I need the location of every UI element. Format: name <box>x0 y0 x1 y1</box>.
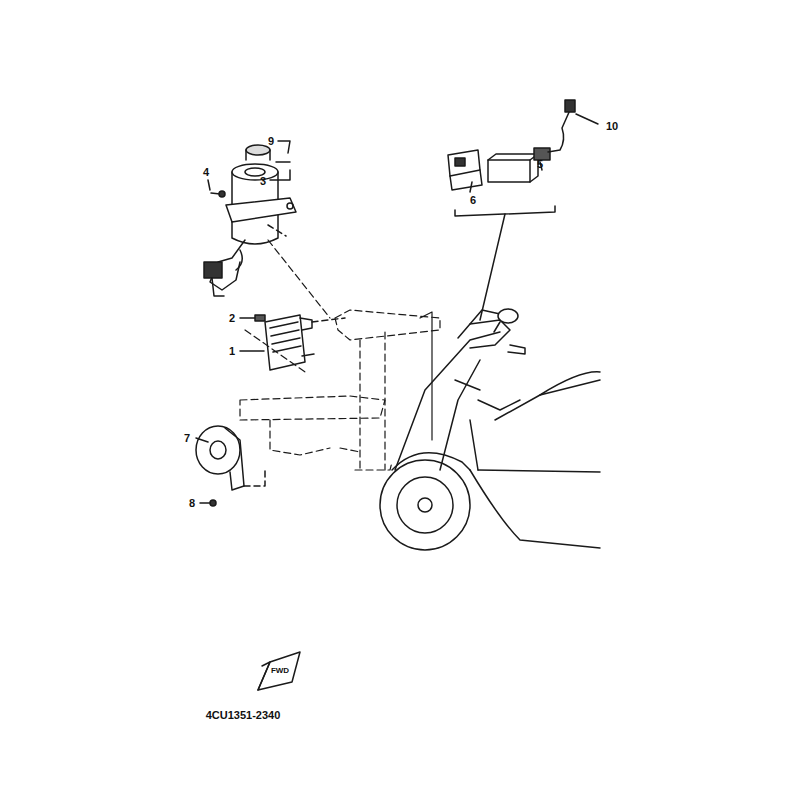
callout-number: 4 <box>203 167 209 178</box>
callout-number: 5 <box>537 159 543 170</box>
callout-number: 6 <box>470 195 476 206</box>
callout-number: 8 <box>189 498 195 509</box>
forward-mark-text: FWD <box>271 667 289 675</box>
main-switch <box>204 145 296 296</box>
relay-group <box>448 100 598 320</box>
part-code: 4CU1351-2340 <box>206 710 281 721</box>
horn <box>196 426 265 506</box>
callout-number: 1 <box>229 346 235 357</box>
forward-mark <box>258 652 300 690</box>
frame-outline <box>240 240 440 470</box>
scooter <box>380 309 600 550</box>
callout-number: 2 <box>229 313 235 324</box>
rectifier-regulator <box>240 315 345 370</box>
callout-number: 9 <box>268 136 274 147</box>
callout-number: 3 <box>260 176 266 187</box>
callout-number: 10 <box>606 121 618 132</box>
callout-number: 7 <box>184 433 190 444</box>
